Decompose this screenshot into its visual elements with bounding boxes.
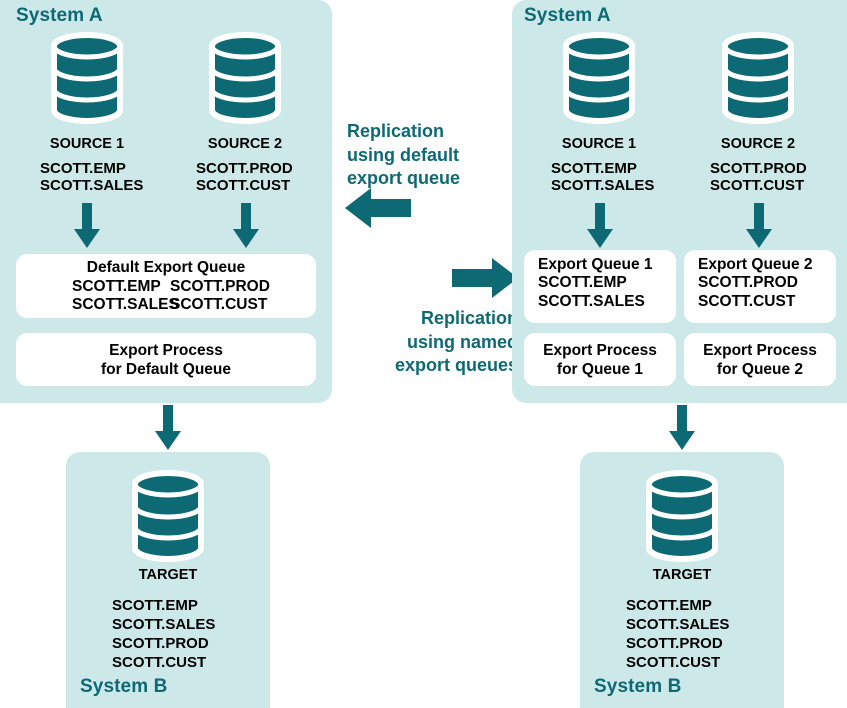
default-queue-tables-column-2: SCOTT.PROD SCOTT.CUST: [170, 278, 270, 313]
replication-named-label: Replication using named export queues: [394, 308, 518, 375]
arrow-down-icon: [668, 405, 696, 450]
export-process-2-line-1: Export Process: [703, 341, 817, 359]
source-1-name: SOURCE 1: [49, 136, 125, 152]
database-cylinder-icon: [48, 32, 126, 124]
arrow-right-icon: [452, 258, 518, 298]
source-2-name: SOURCE 2: [207, 136, 283, 152]
export-queue-1-box: Export Queue 1 SCOTT.EMP SCOTT.SALES: [524, 250, 676, 323]
export-queue-1-tables: SCOTT.EMP SCOTT.SALES: [538, 274, 645, 310]
database-cylinder-icon: [129, 470, 207, 562]
target-tables: SCOTT.EMP SCOTT.SALES SCOTT.PROD SCOTT.C…: [626, 597, 730, 671]
default-queue-tables-column-1: SCOTT.EMP SCOTT.SALES: [72, 278, 179, 313]
database-cylinder-icon: [719, 32, 797, 124]
replication-default-label: Replication using default export queue: [347, 121, 461, 188]
source-2-tables: SCOTT.PROD SCOTT.CUST: [710, 160, 807, 194]
database-cylinder-icon: [560, 32, 638, 124]
default-export-queue-box: Default Export Queue SCOTT.EMP SCOTT.SAL…: [16, 254, 316, 318]
arrow-down-icon: [745, 203, 773, 248]
target-name: TARGET: [652, 567, 712, 583]
arrow-down-icon: [73, 203, 101, 248]
export-process-2-box: Export Process for Queue 2: [684, 333, 836, 386]
target-tables: SCOTT.EMP SCOTT.SALES SCOTT.PROD SCOTT.C…: [112, 597, 216, 671]
default-export-process-box: Export Process for Default Queue: [16, 333, 316, 386]
arrow-down-icon: [154, 405, 182, 450]
right-system-a-title: System A: [524, 5, 611, 26]
default-export-queue-title: Default Export Queue: [86, 259, 246, 276]
default-export-process-line-2: for Default Queue: [100, 360, 232, 378]
export-queue-2-tables: SCOTT.PROD SCOTT.CUST: [698, 274, 798, 310]
export-process-1-line-2: for Queue 1: [556, 360, 644, 378]
source-1-tables: SCOTT.EMP SCOTT.SALES: [551, 160, 655, 194]
left-system-a-title: System A: [16, 5, 103, 26]
export-process-1-line-1: Export Process: [543, 341, 657, 359]
database-cylinder-icon: [643, 470, 721, 562]
arrow-down-icon: [232, 203, 260, 248]
right-system-b-title: System B: [594, 676, 682, 697]
source-2-name: SOURCE 2: [720, 136, 796, 152]
arrow-left-icon: [345, 188, 411, 228]
left-system-b-title: System B: [80, 676, 168, 697]
arrow-down-icon: [586, 203, 614, 248]
export-process-1-box: Export Process for Queue 1: [524, 333, 676, 386]
source-2-tables: SCOTT.PROD SCOTT.CUST: [196, 160, 293, 194]
database-cylinder-icon: [206, 32, 284, 124]
export-queue-2-box: Export Queue 2 SCOTT.PROD SCOTT.CUST: [684, 250, 836, 323]
default-export-process-line-1: Export Process: [109, 341, 223, 359]
source-1-name: SOURCE 1: [561, 136, 637, 152]
export-process-2-line-2: for Queue 2: [716, 360, 804, 378]
source-1-tables: SCOTT.EMP SCOTT.SALES: [40, 160, 144, 194]
export-queue-2-title: Export Queue 2: [698, 256, 813, 273]
export-queue-1-title: Export Queue 1: [538, 256, 653, 273]
target-name: TARGET: [138, 567, 198, 583]
